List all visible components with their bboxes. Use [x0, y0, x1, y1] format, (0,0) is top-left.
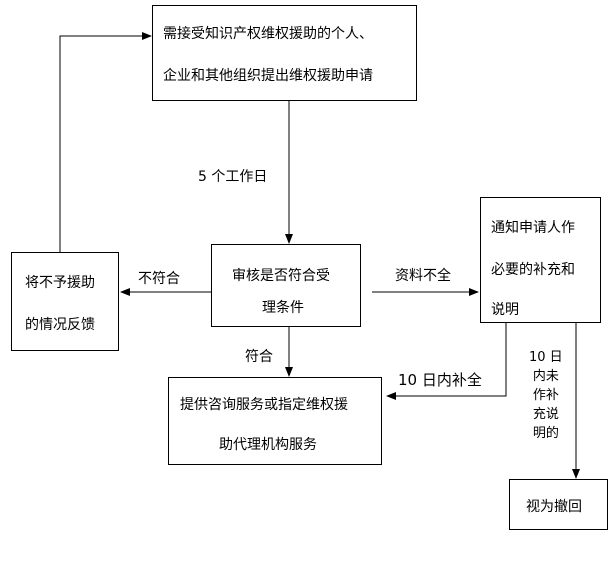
node-text-line: 将不予援助: [25, 275, 95, 291]
label-five-working-days: 5 个工作日: [198, 169, 268, 185]
node-text-line: 必要的补充和: [491, 262, 575, 278]
label-line: 10 日: [529, 350, 563, 365]
node-provide-service: 提供咨询服务或指定维权援 助代理机构服务: [168, 377, 382, 465]
node-applicant-request: 需接受知识产权维权援助的个人、 企业和其他组织提出维权援助申请: [152, 5, 417, 101]
node-reject-feedback: 将不予援助 的情况反馈: [11, 252, 119, 351]
label-not-eligible: 不符合: [138, 271, 180, 287]
label-eligible: 符合: [245, 349, 273, 365]
label-incomplete-materials: 资料不全: [395, 268, 451, 284]
label-supplement-within-10-days: 10 日内补全: [398, 371, 482, 389]
node-text-line: 审核是否符合受: [232, 268, 330, 284]
arrow-notify-to-service: [386, 323, 507, 400]
node-eligibility-review: 审核是否符合受 理条件: [211, 244, 361, 327]
node-text-line: 的情况反馈: [25, 317, 95, 333]
node-text-line: 企业和其他组织提出维权援助申请: [163, 68, 373, 84]
node-deemed-withdrawn: 视为撤回: [509, 479, 608, 530]
node-text-line: 提供咨询服务或指定维权援: [180, 397, 348, 413]
label-line: 明的: [532, 426, 559, 441]
node-text-line: 说明: [491, 302, 519, 318]
arrow-reject-to-applicant: [59, 32, 152, 252]
node-text-line: 理条件: [262, 300, 304, 316]
label-no-supplement-within-10-days: 10 日 内未 作补 充说 明的: [529, 348, 563, 443]
label-line: 内未: [532, 369, 559, 384]
label-line: 作补: [532, 388, 559, 403]
node-text-line: 视为撤回: [526, 499, 582, 515]
node-text-line: 需接受知识产权维权援助的个人、: [163, 26, 373, 42]
node-text-line: 助代理机构服务: [219, 437, 317, 453]
label-line: 充说: [532, 407, 559, 422]
node-text-line: 通知申请人作: [491, 220, 575, 236]
node-notify-supplement: 通知申请人作 必要的补充和 说明: [480, 197, 601, 323]
